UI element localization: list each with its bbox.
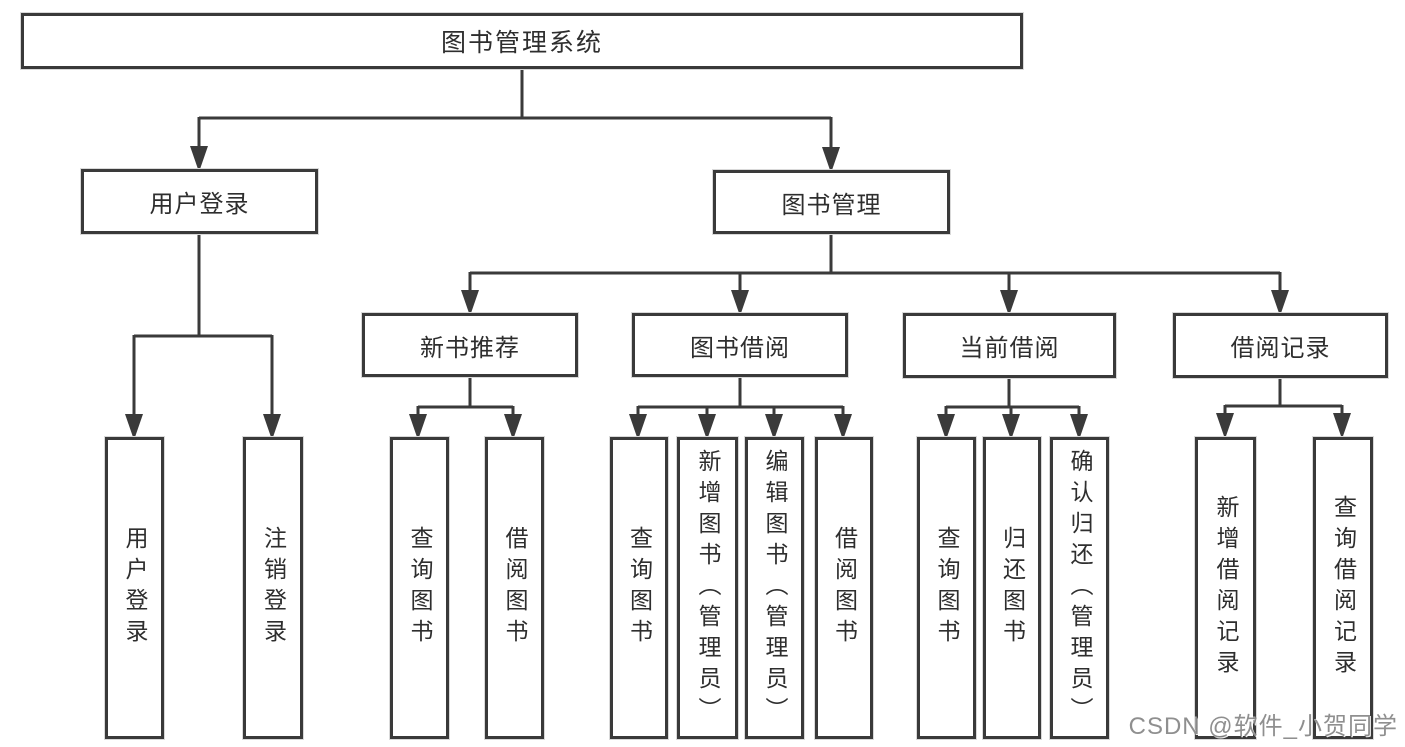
leaf-label: 新增借阅记录 [1213,495,1239,681]
leaf-label: 用户登录 [122,526,148,650]
leaf-return-books: 归还图书 [983,437,1041,739]
leaf-label: 借阅图书 [502,526,528,650]
leaf-label: 查询图书 [407,526,433,650]
leaf-label: 编辑图书（管理员） [762,448,788,728]
leaf-label: 确认归还（管理员） [1067,448,1093,728]
node-book-borrowing: 图书借阅 [632,313,848,377]
leaf-user-login: 用户登录 [105,437,164,739]
node-root-system: 图书管理系统 [21,13,1023,69]
node-borrow-records: 借阅记录 [1173,313,1388,378]
leaf-add-books-admin: 新增图书（管理员） [677,437,738,739]
leaf-query-borrow-record: 查询借阅记录 [1313,437,1373,739]
leaf-logout: 注销登录 [243,437,303,739]
leaf-borrow-books: 借阅图书 [815,437,873,739]
leaf-add-borrow-record: 新增借阅记录 [1195,437,1256,739]
leaf-label: 查询图书 [934,526,960,650]
leaf-confirm-return-admin: 确认归还（管理员） [1050,437,1109,739]
leaf-label: 归还图书 [999,526,1026,650]
leaf-query-books-current: 查询图书 [917,437,976,739]
leaf-label: 借阅图书 [831,526,858,650]
leaf-label: 查询借阅记录 [1330,495,1357,681]
arrowhead-icons [125,146,1351,440]
node-book-management: 图书管理 [713,170,950,234]
leaf-query-books-recommend: 查询图书 [390,437,449,739]
csdn-watermark: CSDN @软件_小贺同学 [1128,713,1398,740]
node-current-borrowing: 当前借阅 [903,313,1116,378]
node-user-login: 用户登录 [81,169,318,234]
node-new-book-recommend: 新书推荐 [362,313,578,377]
leaf-label: 注销登录 [260,526,287,650]
leaf-query-books-borrow: 查询图书 [610,437,668,739]
leaf-label: 查询图书 [626,526,653,650]
leaf-edit-books-admin: 编辑图书（管理员） [745,437,804,739]
leaf-borrow-books-recommend: 借阅图书 [485,437,544,739]
leaf-label: 新增图书（管理员） [695,448,721,728]
